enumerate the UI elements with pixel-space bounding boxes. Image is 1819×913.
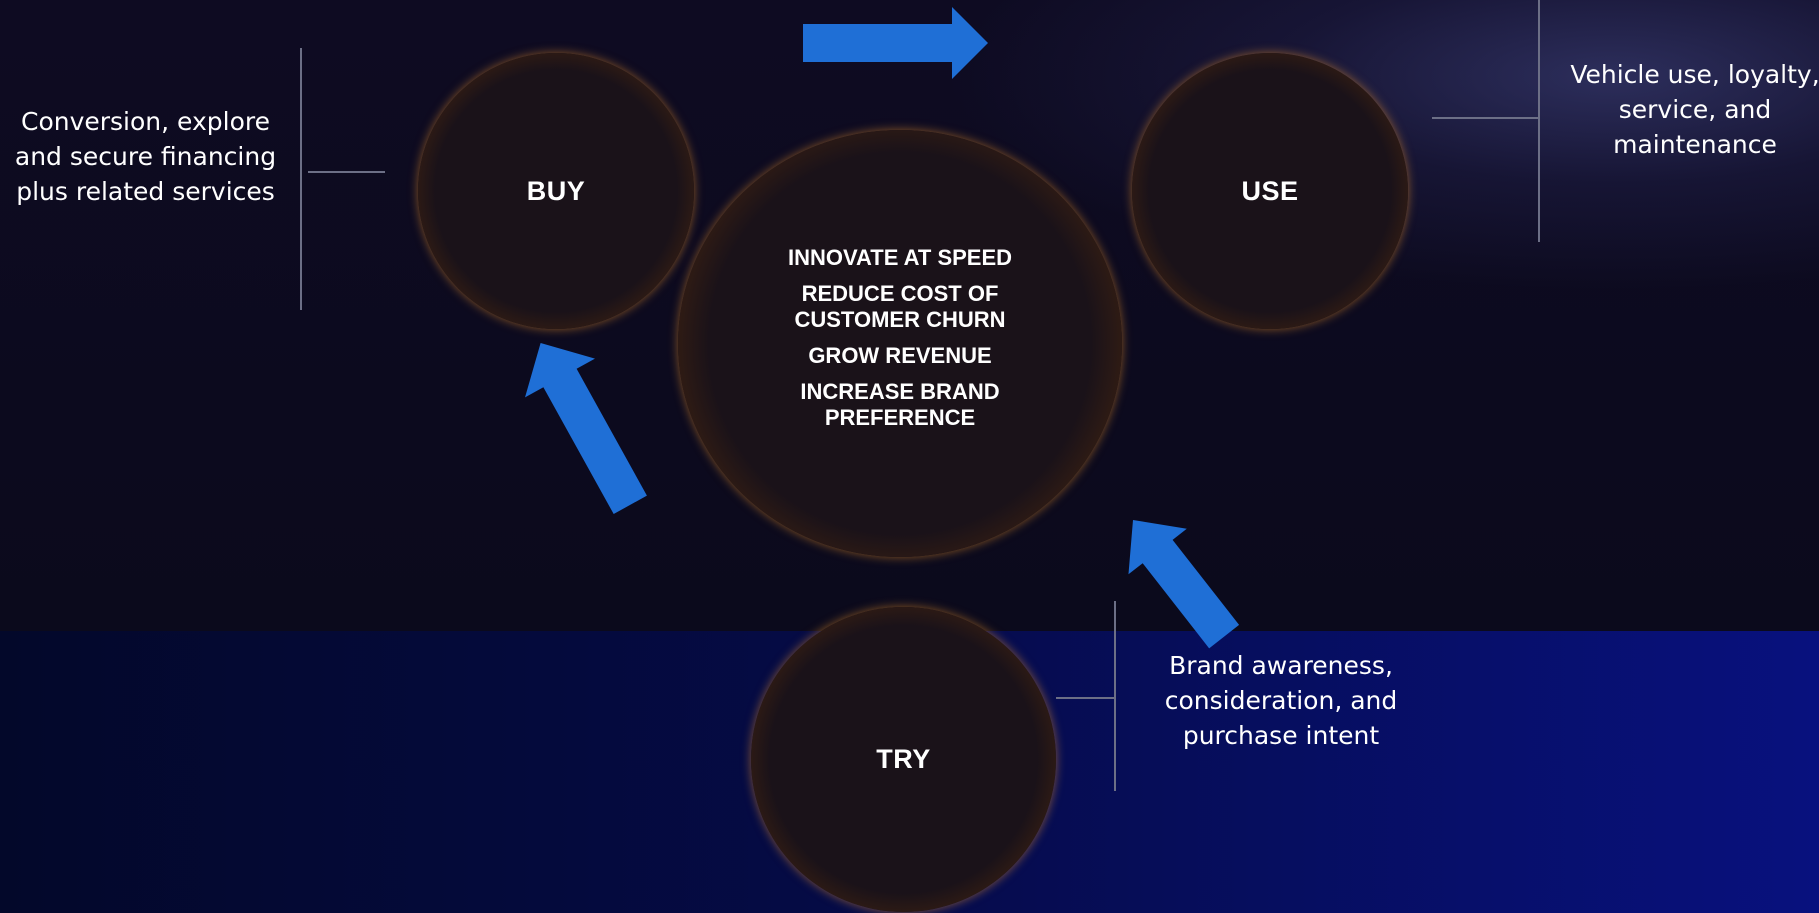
buy-circle[interactable]: BUY (418, 53, 694, 329)
try-divider-line (1114, 601, 1116, 791)
use-description: Vehicle use, loyalty, service, and maint… (1570, 60, 1819, 159)
buy-connector-line (308, 171, 385, 173)
try-description: Brand awareness, consideration, and purc… (1164, 651, 1398, 750)
goal-brand-preference: INCREASE BRAND PREFERENCE (800, 379, 1000, 430)
use-circle[interactable]: USE (1132, 53, 1408, 329)
buy-divider-line (300, 48, 302, 310)
arrow-right-icon (803, 7, 988, 79)
goal-grow-revenue: GROW REVENUE (808, 343, 992, 368)
goal-reduce-churn: REDUCE COST OF CUSTOMER CHURN (794, 281, 1006, 332)
buy-label: BUY (526, 175, 586, 206)
buy-description: Conversion, explore and secure financing… (14, 107, 277, 206)
try-label: TRY (876, 744, 931, 774)
use-label: USE (1241, 175, 1299, 206)
center-goals-list: INNOVATE AT SPEED REDUCE COST OF CUSTOME… (720, 245, 1080, 441)
try-circle[interactable]: TRY (751, 607, 1056, 912)
center-circle (678, 130, 1122, 557)
arrow-down-left-icon-visible (1128, 520, 1240, 649)
use-divider-line (1538, 0, 1540, 242)
goal-innovate: INNOVATE AT SPEED (787, 245, 1013, 270)
try-connector-line (1056, 697, 1114, 699)
use-connector-line (1432, 117, 1538, 119)
